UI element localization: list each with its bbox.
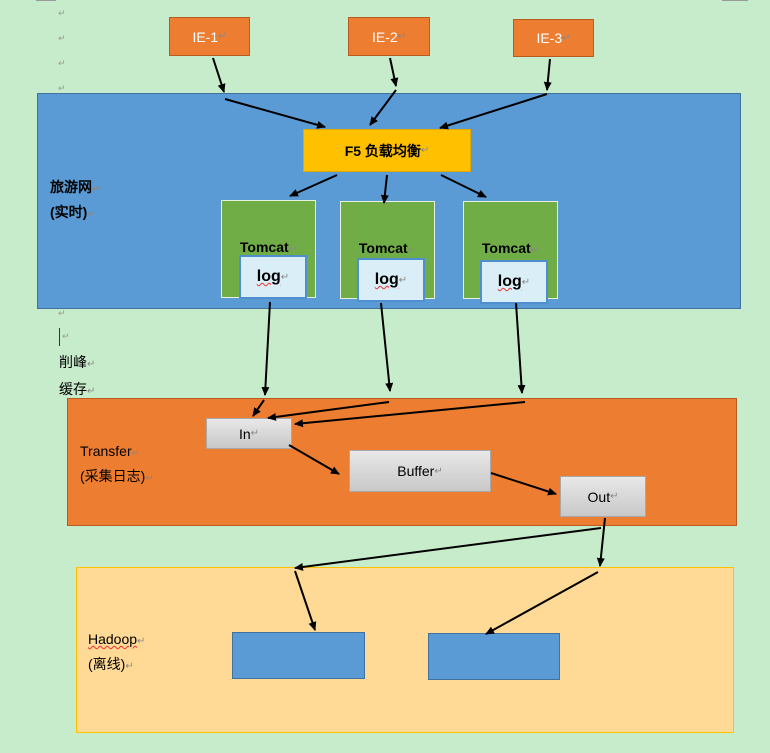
realtime-label-line2: (实时): [50, 204, 88, 220]
ie-node-3[interactable]: IE-3↵: [513, 19, 594, 57]
paragraph-mark: ↵: [397, 31, 407, 42]
transfer-label: Transfer↵ (采集日志)↵: [80, 440, 154, 490]
arrow-to-in-3: [294, 401, 526, 428]
paragraph-mark: ↵: [288, 244, 298, 255]
paragraph-mark: ↵: [58, 9, 66, 19]
log-label: log: [256, 268, 281, 285]
transfer-label-line1: Transfer: [80, 443, 132, 459]
offline-band[interactable]: [76, 567, 734, 733]
paragraph-mark: ↵: [280, 271, 290, 283]
arrow-tomcat3-down: [515, 302, 526, 394]
log-label: log: [497, 273, 522, 290]
log-label: log: [374, 271, 399, 288]
realtime-label-line1: 旅游网: [50, 179, 92, 195]
paragraph-mark: ↵: [434, 465, 443, 477]
tomcat-label: Tomcat↵: [239, 239, 298, 255]
arrow-to-hadoop-2: [485, 571, 599, 635]
arrow-out-down: [596, 517, 606, 567]
arrow-to-in-1: [252, 399, 265, 417]
paragraph-mark: ↵: [58, 59, 66, 69]
paragraph-mark: ↵: [137, 636, 146, 647]
paragraph-mark: ↵: [407, 245, 417, 256]
buffer-note-line1: 削峰: [59, 354, 87, 370]
hadoop-node-1[interactable]: [232, 632, 365, 679]
buffer-label: Buffer: [397, 463, 435, 479]
out-label: Out: [587, 488, 611, 505]
offline-label: Hadoop↵ (离线)↵: [88, 628, 145, 678]
tomcat-server-3[interactable]: Tomcat↵ log↵: [463, 201, 558, 304]
arrow-buffer-out: [490, 472, 557, 496]
paragraph-mark: ↵: [562, 32, 571, 44]
arrow-ie1: [212, 57, 226, 93]
ie-node-label: IE-1: [192, 28, 219, 45]
paragraph-mark: ↵: [610, 491, 619, 502]
log-box[interactable]: log↵: [239, 255, 307, 299]
realtime-label: 旅游网↵ (实时)↵: [50, 176, 100, 226]
arrow-in-buffer: [288, 444, 340, 475]
arrow-to-f5-right: [439, 93, 548, 130]
paragraph-mark: ↵: [92, 184, 101, 195]
paragraph-mark: ↵: [530, 245, 540, 256]
tomcat-label: Tomcat↵: [481, 240, 540, 256]
arrow-to-in-2: [267, 401, 390, 421]
paragraph-mark: ↵: [125, 661, 134, 672]
offline-label-line1: Hadoop: [88, 631, 138, 647]
arrow-to-hadoop-1: [294, 570, 317, 631]
paragraph-mark: ↵: [250, 428, 260, 439]
arrow-to-f5-mid: [369, 89, 397, 126]
ie-node-2[interactable]: IE-2↵: [348, 17, 430, 56]
load-balancer-label: F5 负载均衡: [344, 142, 421, 159]
arrow-out-left: [294, 527, 602, 571]
hadoop-node-2[interactable]: [428, 633, 560, 680]
paragraph-mark: ↵: [218, 31, 227, 42]
offline-label-line2: (离线): [88, 656, 126, 672]
ie-node-1[interactable]: IE-1↵: [169, 17, 250, 56]
arrow-tomcat2-down: [380, 302, 394, 392]
transfer-label-line2: (采集日志): [80, 468, 146, 484]
paragraph-mark: ↵: [58, 309, 66, 319]
buffer-note: 削峰↵ 缓存↵: [59, 350, 95, 404]
paragraph-mark: ↵: [131, 448, 140, 459]
out-box[interactable]: Out↵: [560, 476, 646, 517]
buffer-box[interactable]: Buffer↵: [349, 450, 491, 492]
in-label: In: [238, 425, 251, 442]
load-balancer-box[interactable]: F5 负载均衡↵: [303, 129, 471, 172]
buffer-note-line2: 缓存: [59, 381, 87, 397]
arrow-f5-tomcat2: [380, 174, 389, 204]
text-cursor: [59, 328, 60, 346]
paragraph-mark: ↵: [398, 274, 408, 286]
paragraph-mark: ↵: [87, 386, 96, 397]
in-box[interactable]: In↵: [206, 418, 292, 449]
paragraph-mark: ↵: [521, 276, 531, 288]
paragraph-mark: ↵: [62, 332, 70, 342]
tomcat-label: Tomcat↵: [358, 240, 417, 256]
paragraph-mark: ↵: [87, 209, 96, 220]
arrow-f5-tomcat3: [440, 174, 487, 198]
tomcat-server-2[interactable]: Tomcat↵ log↵: [340, 201, 435, 302]
paragraph-mark: ↵: [145, 473, 154, 484]
paragraph-mark: ↵: [420, 145, 430, 156]
ie-node-label: IE-2: [371, 28, 398, 45]
arrow-ie2: [389, 57, 399, 87]
ie-node-label: IE-3: [536, 30, 563, 46]
paragraph-mark: ↵: [58, 84, 66, 94]
arrow-tomcat1-down: [261, 301, 271, 396]
paragraph-mark: ↵: [58, 34, 66, 44]
paragraph-mark: ↵: [87, 359, 96, 370]
tomcat-server-1[interactable]: Tomcat↵ log↵: [221, 200, 316, 299]
arrow-f5-tomcat1: [289, 174, 338, 197]
arrow-ie3: [543, 58, 552, 91]
log-box[interactable]: log↵: [480, 260, 548, 304]
arrow-to-f5-left: [224, 98, 326, 129]
log-box[interactable]: log↵: [357, 258, 425, 302]
